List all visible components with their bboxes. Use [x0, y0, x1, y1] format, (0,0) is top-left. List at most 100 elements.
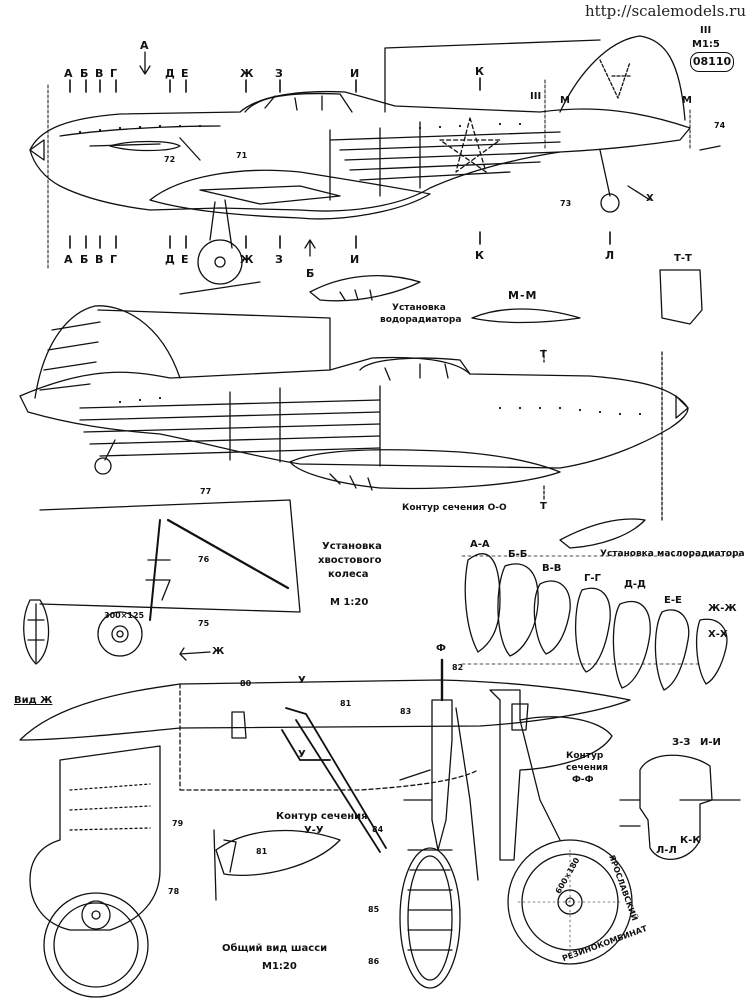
station-e-top: Е — [181, 67, 190, 80]
tail-tire-label: 300×125 — [104, 611, 145, 620]
callout-71-top: 71 — [236, 151, 248, 160]
station-z-top: З — [275, 67, 284, 80]
section-gg: Г-Г — [584, 573, 601, 584]
side-view-top — [29, 35, 721, 295]
gear-door — [29, 745, 161, 931]
section-vv: В-В — [542, 563, 562, 574]
contour-uu-caption-2: У-У — [304, 825, 324, 836]
station-v-top: В — [95, 67, 105, 80]
callout-83: 83 — [400, 707, 412, 716]
section-ll: Л-Л — [656, 845, 677, 856]
station-b-top: Б — [80, 67, 90, 80]
canopy-top — [244, 92, 353, 113]
station-i-bottom: И — [350, 253, 361, 266]
radiator-caption-2: водорадиатора — [380, 315, 462, 325]
section-tt-profile — [659, 269, 703, 325]
section-ii: И-И — [700, 737, 721, 748]
station-zh-top: Ж — [240, 67, 255, 80]
antenna-mast-top — [384, 39, 601, 113]
gear-scale: М1:20 — [262, 961, 297, 972]
station-d-top: Д — [165, 67, 176, 80]
view-zh-label: Вид Ж — [14, 695, 53, 706]
station-k-bottom: К — [475, 249, 485, 262]
callout-81-bottom: 81 — [256, 847, 268, 856]
callout-79: 79 — [172, 819, 184, 828]
u-mark-bottom: У — [298, 749, 306, 760]
section-zz-ii — [639, 754, 713, 860]
station-z-bottom: З — [275, 253, 284, 266]
section-dd: Д-Д — [624, 579, 646, 590]
callout-80: 80 — [240, 679, 252, 688]
callout-72: 72 — [164, 155, 176, 164]
scale-top: M1:5 — [692, 39, 720, 50]
m-mark-right: М — [682, 95, 692, 106]
gear-general-caption: Общий вид шасси — [222, 943, 328, 954]
section-kk: К-К — [680, 835, 701, 846]
fuselage-middle-outline — [19, 356, 689, 469]
fuselage-top-outline — [29, 90, 691, 212]
station-e-bottom: Е — [181, 253, 190, 266]
x-mark: X — [646, 193, 654, 204]
section-bb: Б-Б — [508, 549, 528, 560]
main-gear-front — [399, 699, 453, 851]
u-mark-top: У — [298, 675, 306, 686]
section-zz: З-З — [672, 737, 691, 748]
contour-uu — [215, 829, 341, 877]
section-mm-profile — [471, 308, 581, 324]
section-aa: А-А — [470, 539, 490, 550]
section-ee: Е-Е — [664, 595, 682, 606]
m-mark-left: М — [560, 95, 570, 106]
contour-oo-caption: Контур сечения О-О — [402, 503, 507, 513]
tail-wheel-caption-3: колеса — [328, 569, 369, 580]
contour-ff-caption-3: Ф-Ф — [572, 775, 594, 785]
radiator-fairing-middle — [289, 449, 561, 490]
callout-77: 77 — [200, 487, 212, 496]
station-a-bottom: А — [64, 253, 74, 266]
station-a-top: А — [64, 67, 74, 80]
t-mark-top: Т — [540, 349, 547, 360]
oil-radiator-sketch — [559, 518, 646, 549]
arrow-a-label: А — [140, 39, 150, 52]
station-b-bottom: Б — [80, 253, 90, 266]
tail-wheel-caption-1: Установка — [322, 541, 382, 552]
callout-84: 84 — [372, 825, 384, 834]
wing-root-top — [149, 169, 431, 220]
tail-wheel-panel — [23, 499, 301, 665]
cross-sections — [461, 553, 741, 691]
callout-85: 85 — [368, 905, 380, 914]
contour-ff-caption-2: сечения — [566, 763, 609, 773]
callout-81-top: 81 — [340, 699, 352, 708]
station-i-top: И — [350, 67, 361, 80]
t-mark-bottom: Т — [540, 501, 547, 512]
station-d-bottom: Д — [165, 253, 176, 266]
tail-wheel-caption-2: хвостового — [318, 555, 382, 566]
station-v-bottom: В — [95, 253, 105, 266]
callout-86: 86 — [368, 957, 380, 966]
sheet-number: 08110 — [690, 52, 734, 72]
station-l-bottom: Л — [605, 249, 616, 262]
callout-82: 82 — [452, 663, 464, 672]
station-g-bottom: Г — [110, 253, 119, 266]
callout-75: 75 — [198, 619, 210, 628]
main-gear-side — [489, 689, 613, 861]
arrow-b-label: Б — [306, 267, 316, 280]
section-zhzh: Ж-Ж — [708, 603, 737, 614]
radiator-install-sketch — [309, 275, 421, 302]
callout-78: 78 — [168, 887, 180, 896]
station-k-top: К — [475, 65, 485, 78]
phi-mark-top: Ф — [436, 643, 446, 654]
section-mm-label: М-М — [508, 289, 538, 302]
radiator-caption-1: Установка — [392, 303, 446, 313]
callout-74: 74 — [714, 121, 726, 130]
station-zh-bottom: Ж — [240, 253, 255, 266]
callout-76: 76 — [198, 555, 210, 564]
tail-wheel-scale: М 1:20 — [330, 597, 369, 608]
contour-uu-caption-1: Контур сечения — [276, 811, 368, 822]
wing-planform — [19, 679, 631, 741]
watermark[interactable]: http://scalemodels.ru — [558, 0, 750, 22]
section-xx: Х-Х — [708, 629, 728, 640]
callout-73: 73 — [560, 199, 572, 208]
sheet-roman: III — [700, 25, 712, 36]
arrow-zh-label: Ж — [212, 646, 225, 657]
